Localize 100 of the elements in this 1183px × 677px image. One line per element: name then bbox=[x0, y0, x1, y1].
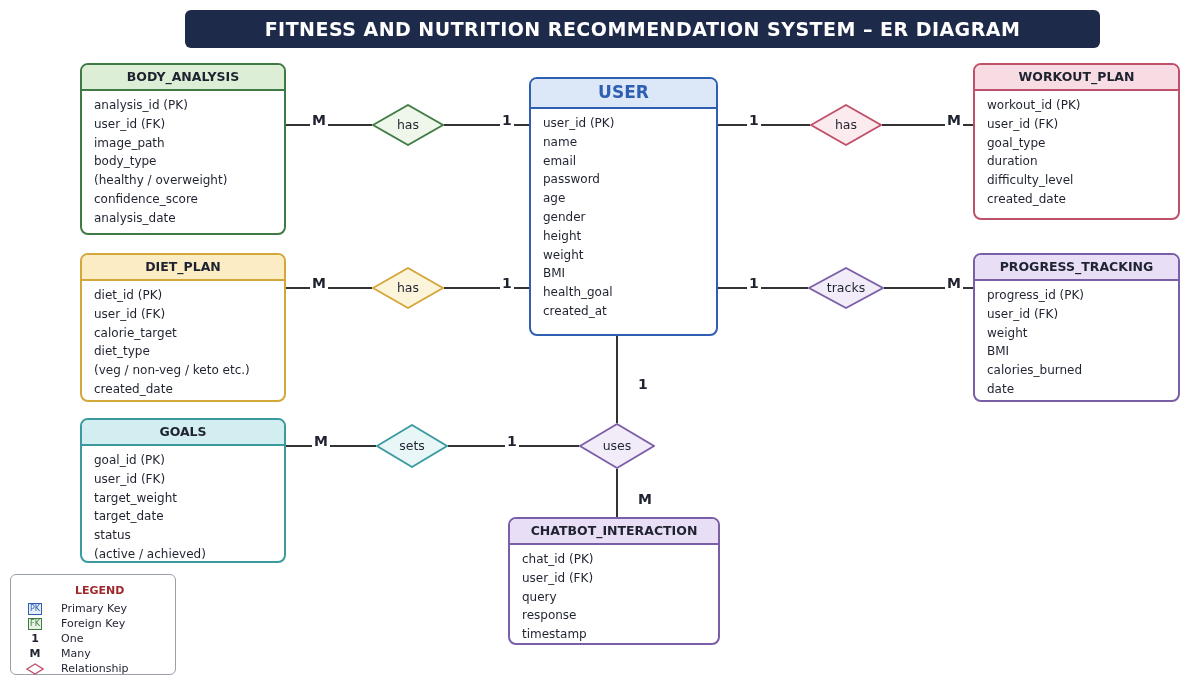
attribute-text: BMI bbox=[987, 343, 1011, 361]
cardinality-label: 1 bbox=[500, 276, 514, 290]
attribute-text: age bbox=[543, 190, 567, 208]
attribute-text: (healthy / overweight) bbox=[94, 172, 229, 190]
attribute-text: user_id (FK) bbox=[522, 569, 595, 587]
attribute-text: image_path bbox=[94, 134, 166, 152]
cardinality-label: 1 bbox=[636, 377, 650, 391]
legend-text: Primary Key bbox=[61, 601, 127, 616]
attribute-text: user_id (FK) bbox=[94, 305, 167, 323]
attribute-text: created_date bbox=[94, 381, 174, 398]
connector-line bbox=[285, 445, 377, 447]
connector-line bbox=[443, 124, 530, 126]
entity-table bbox=[973, 253, 1180, 402]
relationship-label: has bbox=[396, 115, 420, 134]
relationship-label: has bbox=[834, 115, 858, 134]
legend-text: Many bbox=[61, 646, 91, 661]
attribute-text: chat_id (PK) bbox=[522, 551, 595, 568]
attribute-text: calories_burned bbox=[987, 362, 1084, 380]
entity-table bbox=[973, 63, 1180, 220]
relationship-diamond bbox=[579, 423, 655, 469]
connector-line bbox=[616, 468, 618, 518]
attribute-text: confidence_score bbox=[94, 191, 199, 208]
attribute-text: email bbox=[543, 152, 578, 170]
relationship-diamond bbox=[372, 104, 444, 146]
entity-table bbox=[80, 418, 286, 563]
attribute-text: (veg / non-veg / keto etc.) bbox=[94, 362, 251, 380]
connector-line bbox=[616, 335, 618, 424]
attribute-text: query bbox=[522, 588, 558, 606]
attribute-text: created_date bbox=[987, 191, 1067, 208]
attribute-text: user_id (FK) bbox=[987, 115, 1060, 133]
connector-line bbox=[883, 287, 974, 289]
cardinality-label: M bbox=[945, 113, 963, 127]
entity-table bbox=[80, 253, 286, 402]
connector-line bbox=[881, 124, 974, 126]
attribute-text: user_id (FK) bbox=[94, 470, 167, 488]
attribute-text: diet_type bbox=[94, 343, 151, 361]
entity-table bbox=[508, 517, 720, 645]
attribute-text: response bbox=[522, 607, 578, 625]
relationship-diamond bbox=[810, 104, 882, 146]
attribute-text: analysis_date bbox=[94, 209, 177, 227]
relationship-diamond bbox=[376, 424, 448, 468]
entity-name: PROGRESS_TRACKING bbox=[999, 257, 1154, 277]
cardinality-label: M bbox=[945, 276, 963, 290]
cardinality-label: 1 bbox=[747, 276, 761, 290]
attribute-text: diet_id (PK) bbox=[94, 287, 164, 304]
connector-line bbox=[443, 287, 530, 289]
attribute-text: (active / achieved) bbox=[94, 546, 207, 561]
legend-text: One bbox=[61, 631, 84, 646]
cardinality-label: M bbox=[310, 113, 328, 127]
entity-name: USER bbox=[598, 81, 649, 105]
legend-symbol: 1 bbox=[31, 631, 39, 646]
attribute-text: timestamp bbox=[522, 626, 588, 643]
attribute-text: user_id (FK) bbox=[987, 305, 1060, 323]
relationship-diamond bbox=[808, 267, 884, 309]
attribute-text: weight bbox=[987, 324, 1029, 342]
attribute-text: goal_type bbox=[987, 134, 1047, 152]
legend-text: Relationship bbox=[61, 661, 129, 676]
cardinality-label: 1 bbox=[505, 434, 519, 448]
entity-table bbox=[529, 77, 718, 336]
relationship-diamond bbox=[372, 267, 444, 309]
entity-name: CHATBOT_INTERACTION bbox=[530, 521, 698, 541]
relationship-label: tracks bbox=[826, 278, 866, 297]
attribute-text: user_id (FK) bbox=[94, 115, 167, 133]
attribute-text: body_type bbox=[94, 153, 158, 171]
attribute-text: BMI bbox=[543, 265, 567, 283]
attribute-text: workout_id (PK) bbox=[987, 97, 1082, 114]
attribute-text: goal_id (PK) bbox=[94, 452, 166, 469]
key-badge: FK bbox=[28, 617, 42, 630]
relationship-label: uses bbox=[602, 436, 632, 455]
attribute-text: status bbox=[94, 527, 132, 545]
attribute-text: name bbox=[543, 133, 579, 151]
attribute-text: height bbox=[543, 227, 583, 245]
entity-name: BODY_ANALYSIS bbox=[126, 67, 240, 87]
attribute-text: target_weight bbox=[94, 489, 178, 507]
cardinality-label: M bbox=[636, 492, 654, 506]
cardinality-label: M bbox=[310, 276, 328, 290]
legend-symbol: M bbox=[29, 646, 41, 661]
connector-line bbox=[717, 124, 811, 126]
legend-text: Foreign Key bbox=[61, 616, 126, 631]
connector-line bbox=[285, 124, 373, 126]
attribute-text: user_id (PK) bbox=[543, 115, 616, 132]
attribute-text: analysis_id (PK) bbox=[94, 97, 189, 114]
cardinality-label: 1 bbox=[747, 113, 761, 127]
entity-name: DIET_PLAN bbox=[145, 257, 221, 277]
attribute-text: calorie_target bbox=[94, 324, 178, 342]
key-badge: PK bbox=[27, 602, 43, 615]
entity-name: WORKOUT_PLAN bbox=[1018, 67, 1135, 87]
attribute-text: difficulty_level bbox=[987, 172, 1075, 190]
connector-line bbox=[447, 445, 580, 447]
connector-line bbox=[717, 287, 809, 289]
connector-line bbox=[285, 287, 373, 289]
attribute-text: password bbox=[543, 171, 601, 189]
attribute-text: target_date bbox=[94, 508, 165, 526]
attribute-text: weight bbox=[543, 246, 585, 264]
title-banner: FITNESS AND NUTRITION RECOMMENDATION SYSTEM – ER DIAGRAM bbox=[185, 10, 1100, 48]
attribute-text: health_goal bbox=[543, 284, 614, 302]
attribute-text: gender bbox=[543, 209, 587, 226]
entity-table bbox=[80, 63, 286, 235]
attribute-text: duration bbox=[987, 153, 1039, 171]
attribute-text: date bbox=[987, 381, 1016, 398]
